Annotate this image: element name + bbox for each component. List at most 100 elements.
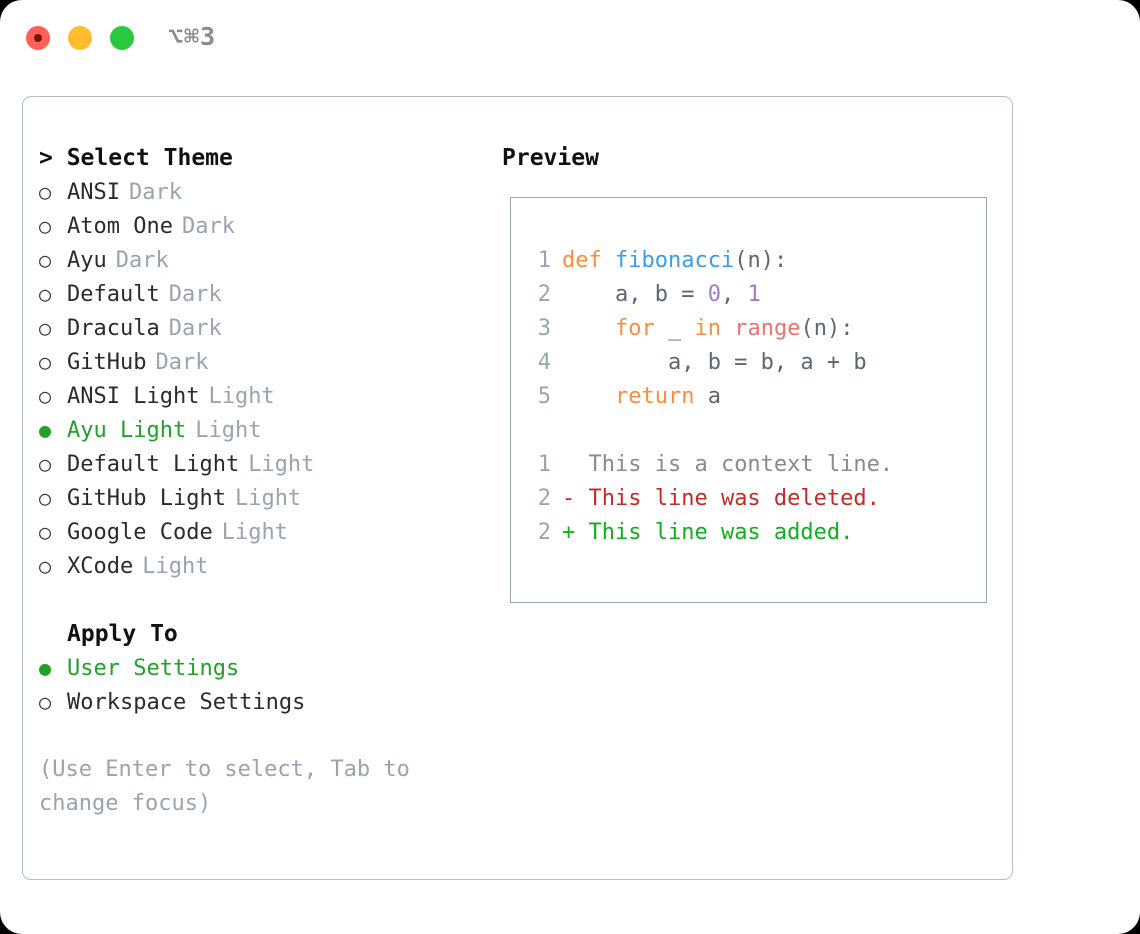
- code-line-text: a, b = b, a + b: [562, 346, 867, 380]
- theme-option-label: XCode: [67, 554, 134, 579]
- theme-option-label: Default Light: [67, 452, 240, 477]
- apply-to-option-list: ● User Settings ○ Workspace Settings: [39, 651, 479, 719]
- theme-option-variant: Dark: [181, 214, 235, 239]
- code-token: range: [734, 316, 801, 341]
- radio-unselected-icon[interactable]: ○: [39, 554, 52, 578]
- diff-line: 2- This line was deleted.: [525, 482, 986, 516]
- code-token: return: [614, 384, 695, 409]
- theme-option-ansi-light[interactable]: ○ ANSI Light Light: [39, 379, 479, 413]
- diff-line-text: This is a context line.: [575, 452, 894, 477]
- theme-option-label: ANSI Light: [67, 384, 200, 409]
- line-number: 2: [537, 486, 551, 511]
- line-number: 4: [537, 350, 551, 375]
- radio-unselected-icon[interactable]: ○: [39, 690, 52, 714]
- code-line: 4 a, b = b, a + b: [525, 346, 986, 380]
- window-controls: [26, 26, 134, 50]
- line-number: 2: [537, 520, 551, 545]
- code-diff-separator: [525, 414, 986, 448]
- code-line-text: for _ in range(n):: [562, 312, 853, 346]
- theme-option-label: Dracula: [67, 316, 160, 341]
- keyboard-shortcut-label: ⌥⌘3: [168, 22, 217, 51]
- theme-option-variant: Dark: [155, 350, 209, 375]
- theme-option-variant: Light: [195, 418, 262, 443]
- apply-to-option-workspace-settings[interactable]: ○ Workspace Settings: [39, 685, 479, 719]
- diff-marker: -: [562, 486, 576, 511]
- theme-option-variant: Light: [208, 384, 275, 409]
- code-token: a, b = b, a + b: [562, 350, 867, 375]
- keyboard-hint-text: (Use Enter to select, Tab to change focu…: [39, 757, 424, 816]
- theme-option-label: GitHub: [67, 350, 147, 375]
- line-number: 5: [537, 384, 551, 409]
- code-token: [562, 384, 615, 409]
- code-token: [721, 316, 734, 341]
- theme-option-label: Ayu: [67, 248, 107, 273]
- line-number: 1: [537, 452, 551, 477]
- theme-option-variant: Dark: [128, 180, 182, 205]
- diff-marker: [562, 448, 575, 482]
- radio-unselected-icon[interactable]: ○: [39, 214, 52, 238]
- line-number: 2: [537, 282, 551, 307]
- apply-to-option-label: User Settings: [67, 656, 240, 681]
- apply-to-option-label: Workspace Settings: [67, 690, 306, 715]
- code-token: (n):: [800, 316, 854, 341]
- line-number: 1: [537, 248, 551, 273]
- diff-line-text: This line was added.: [575, 520, 854, 545]
- diff-block: 1 This is a context line. 2- This line wa…: [525, 448, 986, 550]
- radio-unselected-icon[interactable]: ○: [39, 316, 52, 340]
- theme-option-label: Google Code: [67, 520, 213, 545]
- apply-to-header: Apply To: [67, 621, 178, 647]
- radio-unselected-icon[interactable]: ○: [39, 350, 52, 374]
- code-token: fibonacci: [614, 248, 735, 273]
- radio-unselected-icon[interactable]: ○: [39, 452, 52, 476]
- radio-selected-icon[interactable]: ●: [39, 418, 52, 442]
- line-number: 3: [537, 316, 551, 341]
- theme-option-ayu[interactable]: ○ Ayu Dark: [39, 243, 479, 277]
- code-token: a, b =: [562, 282, 708, 307]
- title-bar: ⌥⌘3: [0, 0, 1140, 78]
- radio-unselected-icon[interactable]: ○: [39, 384, 52, 408]
- code-line: 5 return a: [525, 380, 986, 414]
- code-token: 1: [747, 282, 761, 307]
- code-token: in: [694, 316, 721, 341]
- code-line-text: a, b = 0, 1: [562, 278, 761, 312]
- maximize-button[interactable]: [110, 26, 134, 50]
- radio-unselected-icon[interactable]: ○: [39, 180, 52, 204]
- theme-option-variant: Dark: [115, 248, 169, 273]
- theme-option-github[interactable]: ○ GitHub Dark: [39, 345, 479, 379]
- code-token: [562, 316, 615, 341]
- close-button[interactable]: [26, 26, 50, 50]
- code-token: 0: [707, 282, 721, 307]
- code-line: 3 for _ in range(n):: [525, 312, 986, 346]
- minimize-button[interactable]: [68, 26, 92, 50]
- code-line-text: return a: [562, 380, 721, 414]
- radio-unselected-icon[interactable]: ○: [39, 520, 52, 544]
- code-line: 2 a, b = 0, 1: [525, 278, 986, 312]
- radio-unselected-icon[interactable]: ○: [39, 248, 52, 272]
- theme-option-variant: Dark: [168, 282, 222, 307]
- radio-unselected-icon[interactable]: ○: [39, 282, 52, 306]
- diff-marker: +: [562, 520, 576, 545]
- code-token: (n):: [734, 248, 788, 273]
- radio-selected-icon[interactable]: ●: [39, 656, 52, 680]
- theme-option-xcode[interactable]: ○ XCode Light: [39, 549, 479, 583]
- theme-option-variant: Light: [142, 554, 209, 579]
- select-theme-header: > Select Theme: [39, 145, 233, 171]
- diff-line-text: This line was deleted.: [575, 486, 880, 511]
- apply-to-option-user-settings[interactable]: ● User Settings: [39, 651, 479, 685]
- radio-unselected-icon[interactable]: ○: [39, 486, 52, 510]
